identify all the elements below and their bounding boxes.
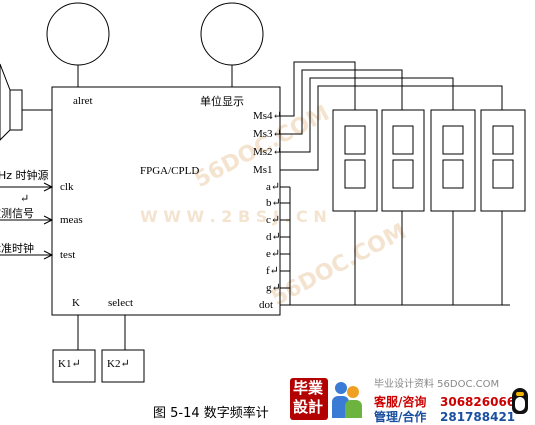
clk-pin-label: clk (60, 181, 74, 193)
ad-line2-label: 管理/合作 (374, 410, 427, 424)
segment-bus-wiring (280, 186, 510, 306)
pin-dot: dot (259, 299, 274, 311)
k1-button-box (52, 349, 96, 383)
clock-source-label: Hz 时钟源 (0, 169, 49, 182)
ad-people-icon (332, 382, 362, 418)
ad-title: 毕业设计资料 56DOC.COM (374, 379, 500, 390)
figure-caption: 图 5-14 数字频率计 (153, 406, 269, 421)
pin-ms4: Ms4↵ (253, 110, 282, 122)
ad-logo-top: 毕業 (293, 379, 324, 397)
input-arrows (0, 182, 54, 260)
pin-a: a↵ (266, 181, 281, 193)
ad-line1-number: 306826066 (440, 395, 516, 409)
speaker-icon (0, 63, 52, 141)
pin-ms3: Ms3↵ (253, 128, 282, 140)
pin-c: c↵ (266, 214, 281, 226)
select-label: select (108, 297, 134, 309)
measured-signal-label: 被测信号 (0, 207, 34, 220)
pin-ms1: Ms1 (253, 164, 273, 176)
ad-line2-number: 281788421 (440, 410, 516, 424)
k2-button-label: K2↵ (107, 358, 130, 370)
pin-ms2: Ms2↵ (253, 146, 282, 158)
standard-clock-label: 标准时钟 (0, 242, 34, 255)
seven-segment-display (332, 109, 378, 212)
test-pin-label: test (60, 249, 76, 261)
ad-penguin-icon (510, 388, 530, 416)
pin-f: f↵ (266, 265, 279, 277)
seven-segment-display (381, 109, 425, 212)
seven-segment-display (430, 109, 476, 212)
watermark-text: W W W . 2 B S J . C N (140, 207, 327, 226)
chip-label: FPGA/CPLD (140, 165, 200, 177)
return-mark: ↵ (20, 193, 30, 205)
digit-select-wiring (280, 61, 503, 171)
pin-e: e↵ (266, 248, 281, 260)
unit-display-label: 单位显示 (200, 95, 244, 108)
k1-button-label: K1↵ (58, 358, 81, 370)
ad-logo: 毕業 設計 (290, 378, 328, 420)
pin-d: d↵ (266, 231, 281, 243)
unit-indicator-circle (200, 2, 264, 66)
alert-indicator-circle (46, 2, 110, 66)
site-ad-banner[interactable]: 毕業 設計 毕业设计资料 56DOC.COM 客服/咨询 306826066 管… (290, 376, 535, 425)
pin-b: b↵ (266, 197, 281, 209)
k-label: K (72, 297, 80, 309)
fpga-chip-box (51, 86, 281, 316)
k2-button-box (101, 349, 145, 383)
seven-segment-display (480, 109, 526, 212)
ad-line1-label: 客服/咨询 (374, 395, 427, 409)
watermark-text: 56DOC.COM (267, 219, 410, 311)
pin-g: g↵ (266, 282, 281, 294)
alert-label: alret (73, 95, 93, 107)
ad-logo-bottom: 設計 (293, 398, 324, 416)
meas-pin-label: meas (60, 214, 83, 226)
